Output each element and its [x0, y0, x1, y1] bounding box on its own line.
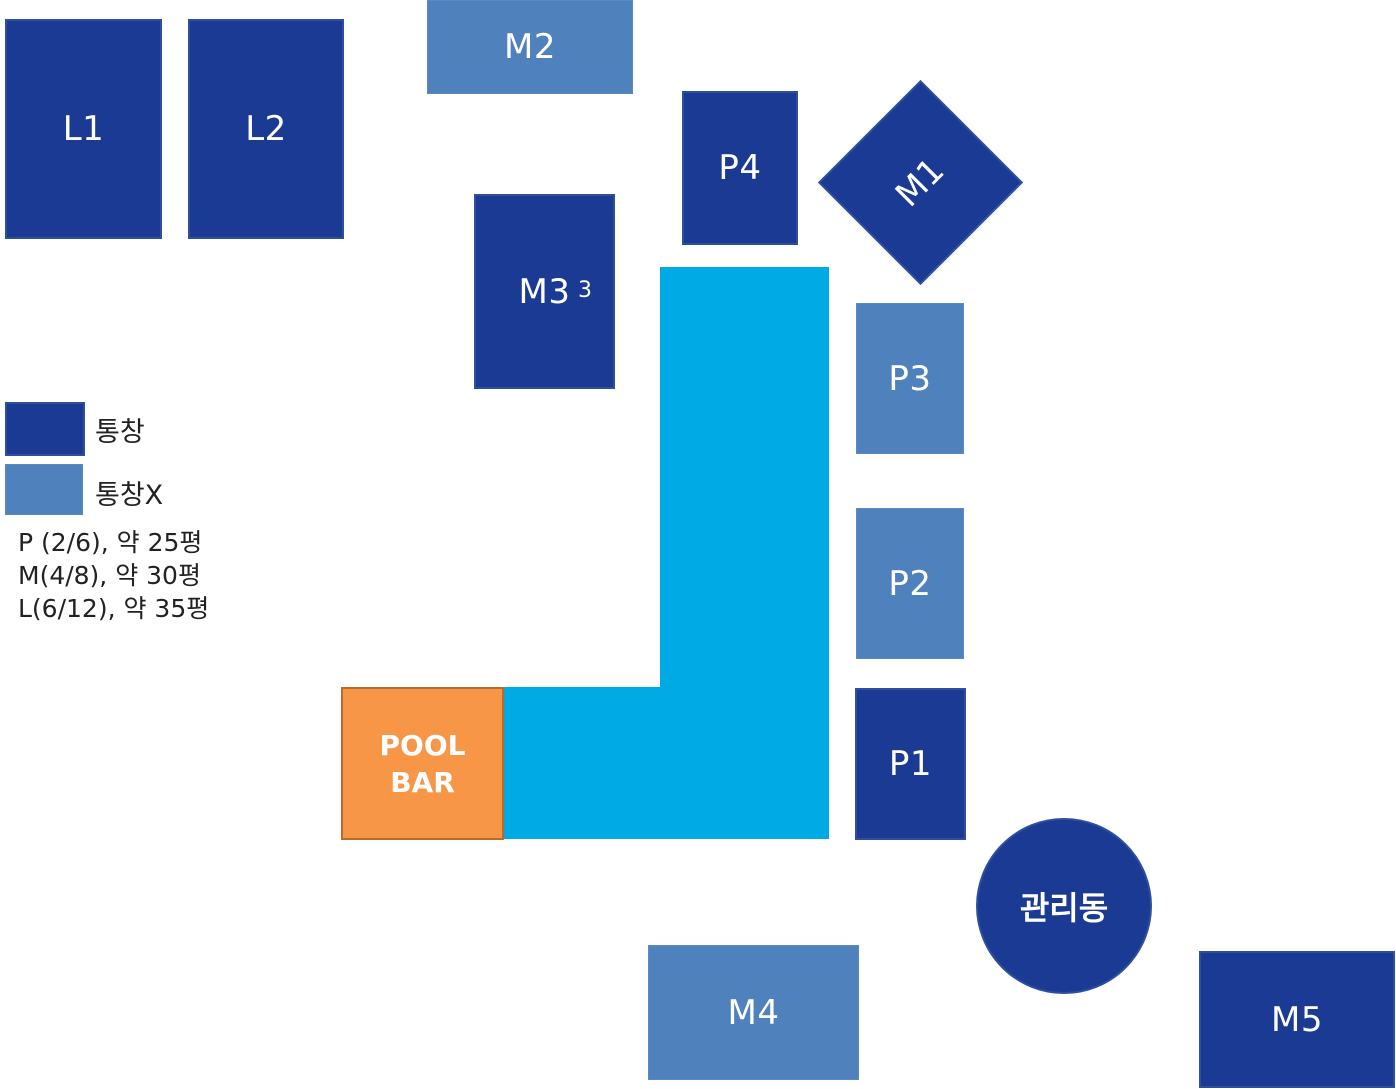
unit-M5: M5 [1199, 951, 1395, 1088]
unit-P3: P3 [856, 303, 964, 454]
legend-size-p: P (2/6), 약 25평 [18, 528, 203, 557]
unit-L2: L2 [188, 19, 344, 239]
management-building-label: 관리동 [1019, 889, 1109, 927]
legend-size-m: M(4/8), 약 30평 [18, 561, 201, 590]
unit-M1: M1 [817, 79, 1024, 286]
pool-bar: POOL BAR [341, 687, 504, 840]
unit-M3-label: M3 [518, 271, 571, 312]
unit-L1: L1 [5, 19, 162, 239]
unit-P3-label: P3 [888, 358, 932, 399]
unit-P2: P2 [856, 508, 964, 659]
unit-M5-label: M5 [1271, 999, 1323, 1040]
unit-M4-label: M4 [727, 992, 780, 1033]
unit-P4-label: P4 [718, 148, 762, 188]
unit-P1-label: P1 [888, 744, 933, 784]
unit-P2-label: P2 [888, 563, 932, 604]
unit-M1-label: M1 [888, 150, 953, 215]
unit-M3: M3 [474, 194, 615, 389]
unit-M3-artifact-text: 3 [578, 278, 592, 303]
pool-bar-label-line2: BAR [390, 765, 455, 799]
unit-L2-label: L2 [245, 109, 287, 149]
pool-bar-label-line1: POOL [379, 728, 466, 762]
unit-M2: M2 [427, 0, 633, 94]
legend-label-with-window: 통창 [95, 417, 145, 448]
unit-M4: M4 [648, 945, 859, 1080]
legend-size-l: L(6/12), 약 35평 [18, 594, 210, 623]
unit-L1-label: L1 [62, 109, 105, 149]
unit-P1: P1 [855, 688, 966, 840]
management-building: 관리동 [976, 818, 1152, 994]
pool-horizontal-section [500, 687, 829, 839]
unit-P4: P4 [682, 91, 798, 245]
legend-swatch-without-window [5, 464, 83, 515]
legend-label-without-window: 통창X [95, 480, 164, 511]
legend-swatch-with-window [5, 402, 85, 456]
unit-M2-label: M2 [504, 27, 556, 67]
